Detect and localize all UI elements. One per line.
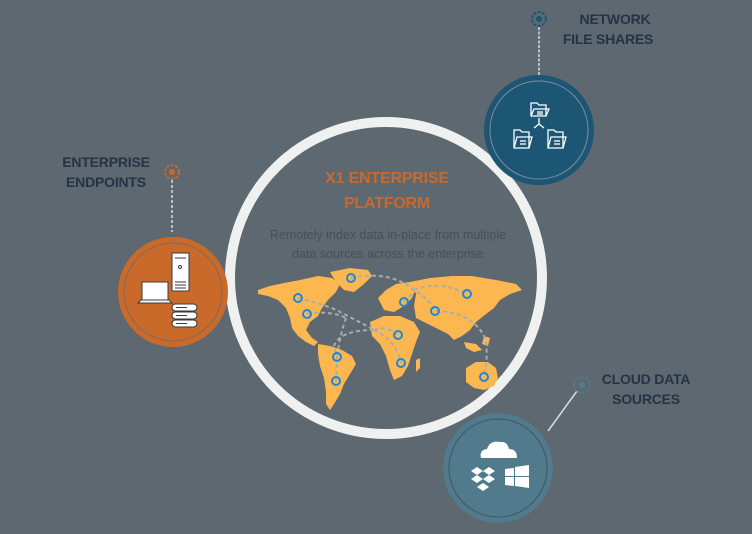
network-label-line2: FILE SHARES	[562, 31, 654, 47]
map-node-north-america-1	[293, 293, 303, 303]
cloud-marker-icon	[573, 376, 591, 394]
map-node-africa-1	[393, 330, 403, 340]
cloud-connector	[547, 390, 578, 432]
map-node-south-america-2	[331, 376, 341, 386]
cloud-icon	[480, 441, 517, 458]
platform-subtitle-line1: Remotely index data in-place from multip…	[269, 228, 507, 242]
dropbox-icon	[471, 467, 495, 491]
desktop-tower-icon	[171, 252, 190, 292]
platform-ring	[225, 117, 547, 439]
platform-subtitle: Remotely index data in-place from multip…	[240, 226, 536, 264]
cloud-label-line1: CLOUD DATA	[601, 371, 691, 387]
laptop-icon	[136, 281, 174, 304]
network-file-shares-label: NETWORK FILE SHARES	[548, 9, 668, 49]
platform-title-line1: X1 ENTERPRISE	[325, 170, 449, 187]
server-rack-icon	[171, 303, 198, 328]
platform-title-line2: PLATFORM	[343, 195, 431, 212]
map-node-greenland	[346, 273, 356, 283]
enterprise-endpoints-label: ENTERPRISE ENDPOINTS	[50, 152, 162, 192]
endpoints-label-line2: ENDPOINTS	[66, 174, 146, 190]
cloud-data-sources-node[interactable]	[443, 413, 553, 523]
cloud-label-line2: SOURCES	[612, 391, 680, 407]
endpoints-label-line1: ENTERPRISE	[62, 154, 150, 170]
network-file-shares-node[interactable]	[484, 75, 594, 185]
connector-lines	[171, 27, 578, 432]
map-nodes	[293, 273, 489, 386]
map-node-australia	[479, 372, 489, 382]
map-node-africa-2	[396, 358, 406, 368]
windows-icon	[505, 465, 529, 488]
network-label-line1: NETWORK	[579, 11, 651, 27]
folder-network-icon	[513, 102, 567, 149]
endpoints-marker-icon	[164, 164, 180, 180]
enterprise-endpoints-node[interactable]	[118, 237, 228, 347]
world-map	[258, 268, 522, 410]
map-node-europe	[399, 297, 409, 307]
map-node-south-america-1	[332, 352, 342, 362]
cloud-data-sources-label: CLOUD DATA SOURCES	[590, 369, 702, 409]
map-node-asia	[430, 306, 440, 316]
map-node-north-america-2	[302, 309, 312, 319]
platform-title: X1 ENTERPRISE PLATFORM	[287, 166, 487, 216]
map-node-russia	[462, 289, 472, 299]
network-marker-icon	[531, 11, 547, 27]
platform-subtitle-line2: data sources across the enterprise	[292, 247, 484, 261]
